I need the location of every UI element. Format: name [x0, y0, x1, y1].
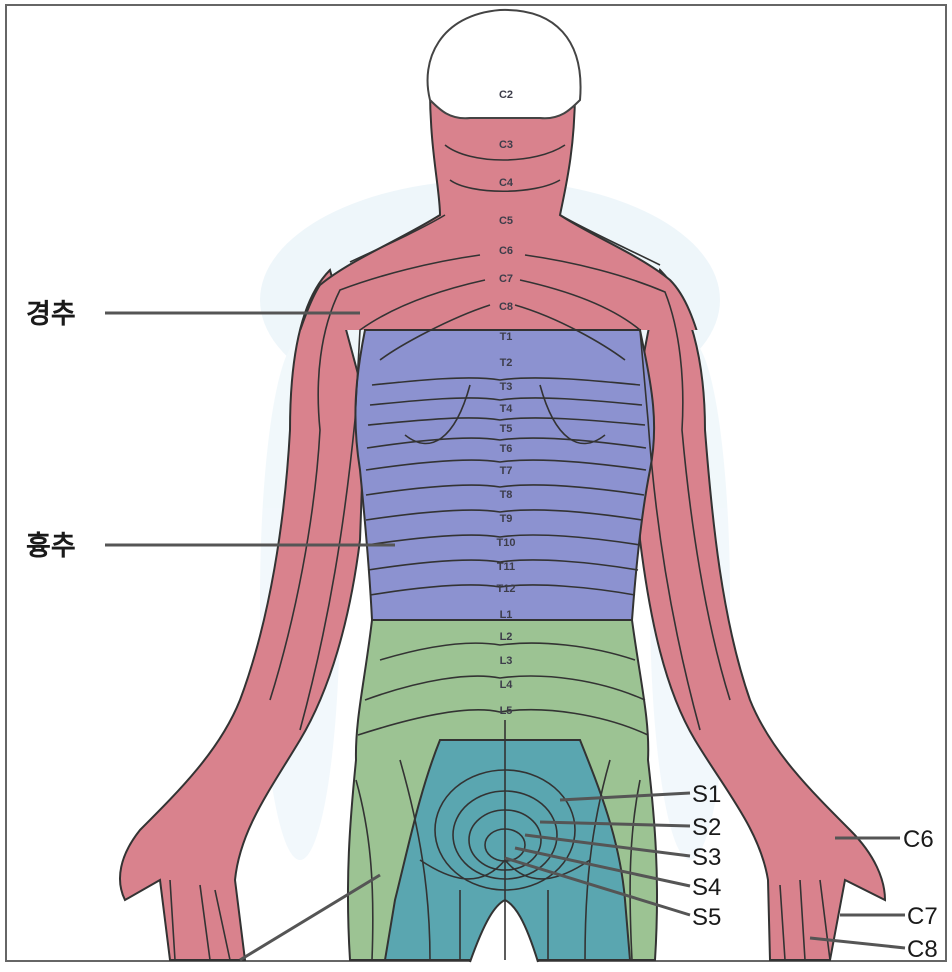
thoracic-label: 흉추: [26, 531, 76, 562]
spine-segment-label: T1: [500, 331, 513, 343]
spine-segment-label: C4: [499, 177, 514, 189]
label-c7: C7: [907, 903, 938, 930]
spine-segment-label: T10: [497, 537, 516, 549]
spine-segment-label: L1: [500, 609, 513, 621]
spine-segment-label: C2: [499, 89, 513, 101]
left-arm: [120, 270, 365, 960]
spine-segment-label: T11: [497, 561, 515, 573]
spine-segment-label: T7: [500, 465, 513, 477]
cervical-label: 경추: [26, 299, 76, 330]
spine-segment-label: C3: [499, 139, 513, 151]
spine-segment-label: T4: [500, 403, 514, 415]
spine-segment-label: C8: [499, 301, 513, 313]
spine-segment-label: L5: [500, 705, 513, 717]
spine-segment-label: L2: [500, 631, 513, 643]
label-c8: C8: [907, 936, 938, 963]
label-c6: C6: [903, 826, 934, 853]
spine-segment-label: T6: [500, 443, 513, 455]
spine-segment-label: T3: [500, 381, 513, 393]
spine-segment-label: L3: [500, 655, 513, 667]
spine-segment-label: T2: [500, 357, 513, 369]
head: [428, 10, 581, 118]
spine-segment-label: C5: [499, 215, 513, 227]
label-s2: S2: [692, 814, 721, 841]
right-arm: [635, 270, 885, 960]
spine-segment-label: T8: [500, 489, 513, 501]
spine-segment-label: T9: [500, 513, 513, 525]
label-s1: S1: [692, 781, 721, 808]
spine-segment-label: T5: [500, 423, 513, 435]
spine-segment-label: C6: [499, 245, 513, 257]
spine-segment-label: L4: [500, 679, 514, 691]
label-s3: S3: [692, 844, 721, 871]
spine-segment-label: C7: [499, 273, 513, 285]
label-s4: S4: [692, 874, 721, 901]
spine-segment-label: T12: [497, 583, 516, 595]
label-s5: S5: [692, 904, 721, 931]
